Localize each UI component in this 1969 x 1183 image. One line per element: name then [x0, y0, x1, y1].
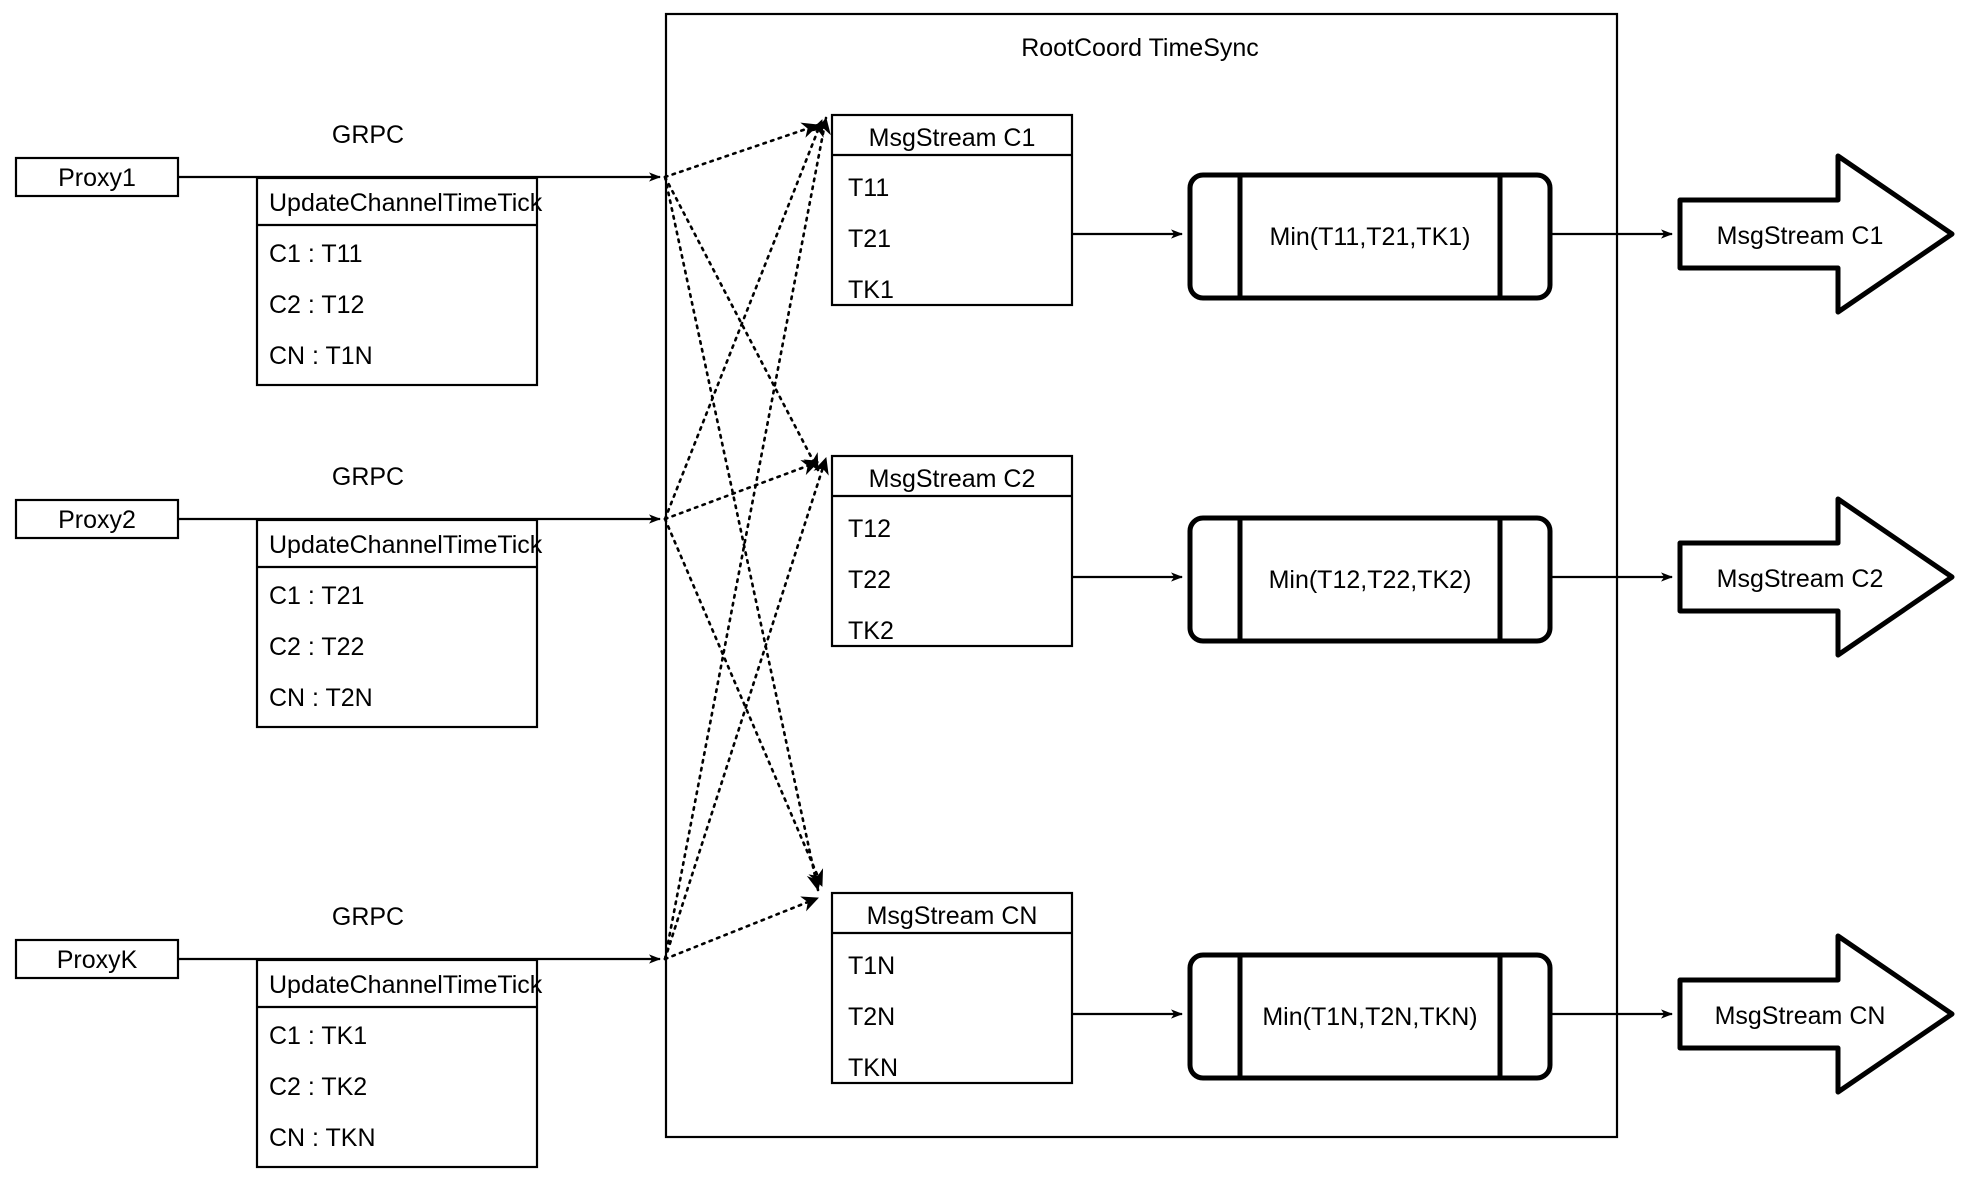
update-channel-timetick-box-3 [255, 958, 539, 1169]
fanout-edge-p2-c2 [663, 460, 820, 521]
proxy-node-2-label: Proxy2 [58, 506, 136, 534]
output-block-arrow-1 [1677, 153, 1955, 315]
fanout-edge-p1-c2 [663, 175, 820, 472]
grpc-label-1: GRPC [332, 121, 404, 149]
update-channel-timetick-box-1 [255, 176, 539, 387]
reducer-label-3: Min(T1N,T2N,TKN) [1262, 1003, 1477, 1031]
update-channel-timetick-row-2-2: CN : T2N [269, 684, 373, 712]
update-channel-timetick-row-1-0: C1 : T11 [269, 240, 363, 268]
update-channel-timetick-row-2-0: C1 : T21 [269, 582, 364, 610]
msgstream-row-3-2: TKN [848, 1054, 898, 1082]
msgstream-row-3-0: T1N [848, 952, 895, 980]
fanout-edge-p3-c1 [663, 116, 831, 961]
reducer-label-1: Min(T11,T21,TK1) [1270, 223, 1471, 251]
msgstream-row-1-0: T11 [848, 174, 889, 202]
fanout-edge-p3-cn [663, 896, 820, 961]
msgstream-box-2 [830, 454, 1074, 648]
output-label-2: MsgStream C2 [1717, 565, 1884, 593]
update-channel-timetick-row-3-2: CN : TKN [269, 1124, 376, 1152]
msgstream-box-3 [830, 891, 1074, 1085]
channel-3: MsgStream CN T1N T2N TKN Min(T1N,T2N,TKN… [830, 891, 1955, 1095]
update-channel-timetick-header-1: UpdateChannelTimeTick [269, 189, 543, 217]
proxy-node-1-label: Proxy1 [58, 164, 136, 192]
output-label-3: MsgStream CN [1715, 1002, 1886, 1030]
grpc-label-3: GRPC [332, 903, 404, 931]
msgstream-row-2-1: T22 [848, 566, 891, 594]
msgstream-header-1: MsgStream C1 [869, 124, 1036, 152]
msgstream-row-3-1: T2N [848, 1003, 895, 1031]
msgstream-row-1-2: TK1 [848, 276, 894, 304]
msgstream-header-3: MsgStream CN [867, 902, 1038, 930]
output-label-1: MsgStream C1 [1717, 222, 1884, 250]
proxy-node-3-label: ProxyK [57, 946, 138, 974]
reducer-box-2 [1187, 515, 1553, 644]
proxy-row-2: GRPC Proxy2 UpdateChannelTimeTick C1 : T… [14, 463, 661, 729]
fanout-edge-p2-cn [663, 517, 824, 888]
channel-2: MsgStream C2 T12 T22 TK2 Min(T12,T22,TK2… [830, 454, 1955, 658]
msgstream-row-1-1: T21 [848, 225, 891, 253]
update-channel-timetick-row-2-1: C2 : T22 [269, 633, 364, 661]
proxy-node-1[interactable] [14, 156, 180, 198]
fanout-edge-p1-c1 [663, 122, 820, 179]
proxy-node-3[interactable] [14, 938, 180, 980]
reducer-box-3 [1187, 952, 1553, 1081]
reducer-box-1 [1187, 172, 1553, 301]
proxy-row-3: GRPC ProxyK UpdateChannelTimeTick C1 : T… [14, 903, 661, 1169]
update-channel-timetick-header-3: UpdateChannelTimeTick [269, 971, 543, 999]
update-channel-timetick-header-2: UpdateChannelTimeTick [269, 531, 543, 559]
output-block-arrow-3 [1677, 933, 1955, 1095]
timetick-fanout-edges [663, 116, 831, 961]
update-channel-timetick-row-1-1: C2 : T12 [269, 291, 364, 319]
msgstream-row-2-2: TK2 [848, 617, 894, 645]
update-channel-timetick-row-1-2: CN : T1N [269, 342, 373, 370]
update-channel-timetick-row-3-1: C2 : TK2 [269, 1073, 367, 1101]
msgstream-header-2: MsgStream C2 [869, 465, 1036, 493]
fanout-edge-p3-c2 [663, 456, 829, 961]
update-channel-timetick-box-2 [255, 518, 539, 729]
channel-1: MsgStream C1 T11 T21 TK1 Min(T11,T21,TK1… [830, 113, 1955, 315]
proxy-row-1: GRPC Proxy1 UpdateChannelTimeTick C1 : T… [14, 121, 661, 387]
reducer-label-2: Min(T12,T22,TK2) [1269, 566, 1472, 594]
msgstream-box-1 [830, 113, 1074, 307]
container-title: RootCoord TimeSync [1021, 34, 1259, 62]
grpc-label-2: GRPC [332, 463, 404, 491]
update-channel-timetick-row-3-0: C1 : TK1 [269, 1022, 367, 1050]
fanout-edge-p2-c1 [663, 118, 824, 521]
fanout-edge-p1-cn [663, 175, 823, 892]
msgstream-row-2-0: T12 [848, 515, 891, 543]
output-block-arrow-2 [1677, 496, 1955, 658]
